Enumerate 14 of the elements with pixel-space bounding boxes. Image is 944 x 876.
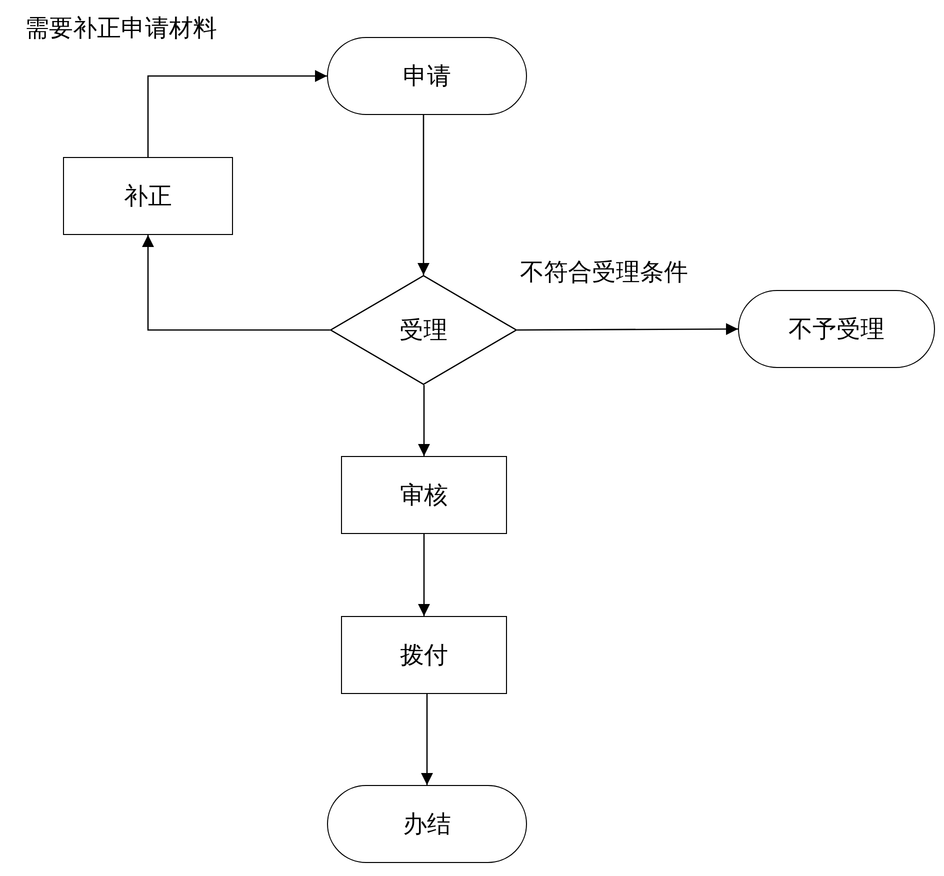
terminal-box: 申请 xyxy=(327,37,527,115)
arrow xyxy=(418,385,430,456)
process-box: 补正 xyxy=(63,157,233,235)
arrow xyxy=(517,323,738,336)
process-box: 拨付 xyxy=(341,616,507,694)
terminal-box: 办结 xyxy=(327,785,527,863)
terminal-box: 不予受理 xyxy=(738,290,935,368)
arrow xyxy=(418,534,430,616)
decision-diamond: 受理 xyxy=(330,275,517,385)
process-box: 审核 xyxy=(341,456,507,534)
arrow xyxy=(147,70,327,157)
arrow xyxy=(418,115,430,275)
arrow xyxy=(421,694,433,785)
arrow xyxy=(142,235,330,331)
